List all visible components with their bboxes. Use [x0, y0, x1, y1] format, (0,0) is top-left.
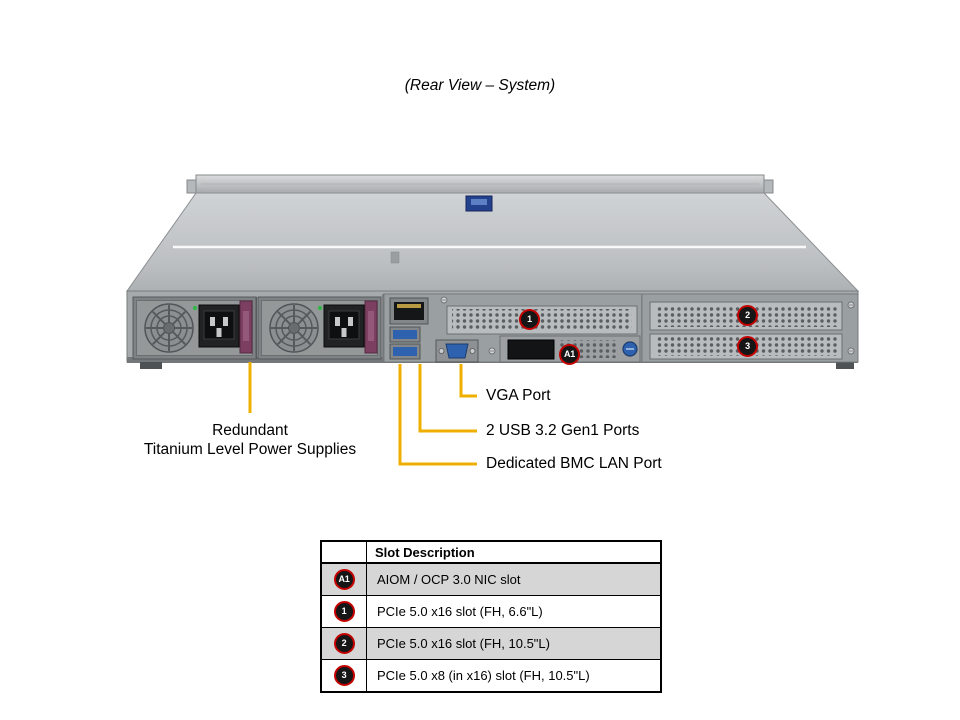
table-header: Slot Description [366, 540, 662, 564]
chassis-top-cover [126, 192, 860, 292]
callout-line-bmc [398, 364, 477, 466]
table-header-row: Slot Description [320, 540, 662, 564]
table-row-3: 3 PCIe 5.0 x8 (in x16) slot (FH, 10.5"L) [320, 659, 662, 693]
pcie-slot-1 [446, 305, 638, 335]
psu-label: Redundant Titanium Level Power Supplies [100, 421, 400, 459]
slot-badge-1: 1 [333, 601, 355, 622]
badge-column-header [320, 540, 367, 564]
chassis-foot [836, 362, 854, 369]
callout-badge-a1: A1 [559, 344, 580, 365]
callout-line-usb [418, 364, 477, 433]
psu-left [132, 296, 257, 360]
table-row-2: 2 PCIe 5.0 x16 slot (FH, 10.5"L) [320, 627, 662, 660]
slot-badge-a1: A1 [333, 569, 355, 590]
psu-label-line2: Titanium Level Power Supplies [143, 441, 357, 458]
slot-description-table: Slot Description A1 AIOM / OCP 3.0 NIC s… [320, 540, 662, 693]
slot-description-3: PCIe 5.0 x8 (in x16) slot (FH, 10.5"L) [366, 659, 662, 693]
psu-label-line1: Redundant [212, 422, 288, 439]
slot-description-2: PCIe 5.0 x16 slot (FH, 10.5"L) [366, 627, 662, 660]
psu-right [257, 296, 382, 360]
bmc-lan-port-label: Dedicated BMC LAN Port [486, 455, 662, 472]
callout-badge-1: 1 [519, 309, 540, 330]
vga-port [435, 339, 479, 363]
figure-title: (Rear View – System) [404, 77, 556, 94]
chassis-foot [140, 362, 162, 369]
usb-ports-label: 2 USB 3.2 Gen1 Ports [486, 422, 640, 439]
table-row-a1: A1 AIOM / OCP 3.0 NIC slot [320, 562, 662, 596]
io-panel [383, 293, 643, 363]
bmc-lan-port [389, 297, 429, 325]
usb-ports [389, 326, 421, 360]
slot-badge-2: 2 [333, 633, 355, 654]
callout-badge-2: 2 [737, 305, 758, 326]
slot-badge-3: 3 [333, 665, 355, 686]
vga-port-label: VGA Port [486, 387, 551, 404]
chassis-front-rail [186, 174, 774, 194]
table-row-1: 1 PCIe 5.0 x16 slot (FH, 6.6"L) [320, 595, 662, 628]
slot-description-1: PCIe 5.0 x16 slot (FH, 6.6"L) [366, 595, 662, 628]
callout-lines [248, 362, 477, 466]
callout-badge-3: 3 [737, 336, 758, 357]
slot-description-a1: AIOM / OCP 3.0 NIC slot [366, 562, 662, 596]
callout-line-vga [459, 364, 477, 398]
